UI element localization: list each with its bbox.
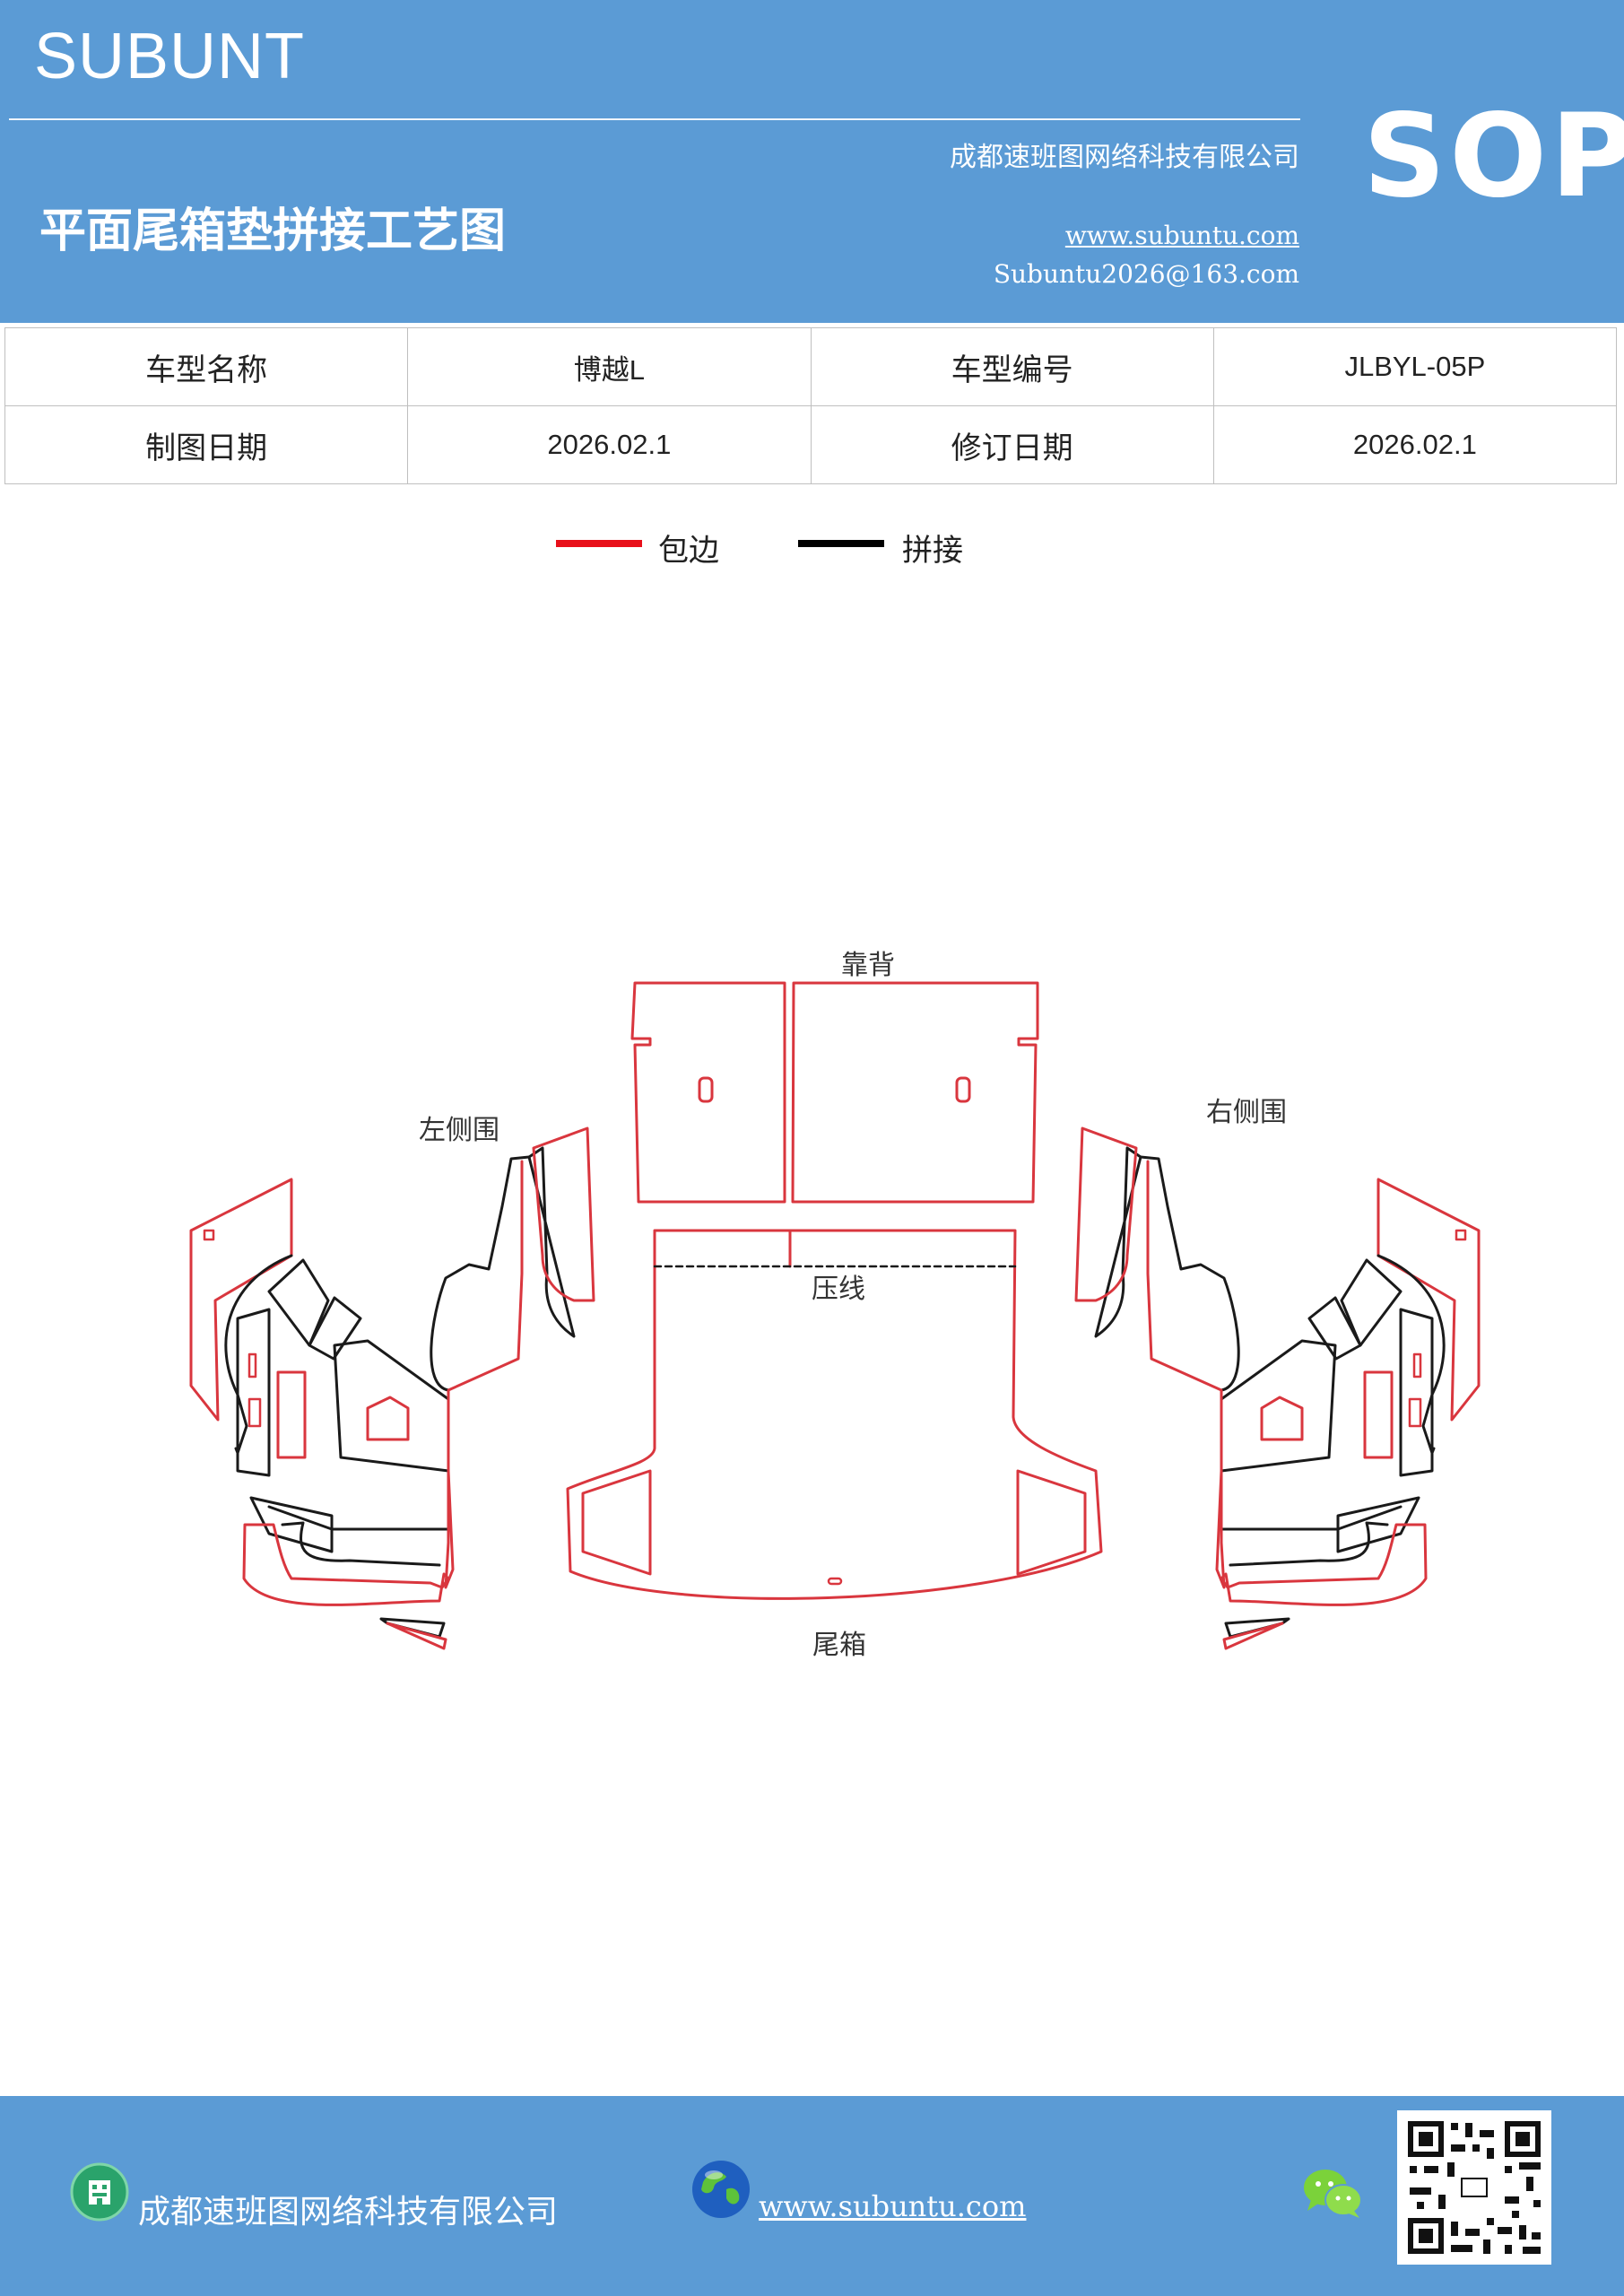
header-divider [9, 118, 1300, 120]
header-email: Subuntu2026@163.com [993, 259, 1299, 289]
value-revise-date: 2026.02.1 [1212, 405, 1618, 484]
table-row: 车型名称 博越L 车型编号 JLBYL-05P [4, 327, 1618, 406]
label-press-line: 压线 [812, 1274, 865, 1305]
trunk-mat-diagram: 靠背 左侧围 右侧围 压线 尾箱 [189, 950, 1481, 1661]
value-draw-date: 2026.02.1 [407, 405, 812, 484]
right-side-panels [1074, 1126, 1481, 1650]
footer-company: 成都速班图网络科技有限公司 [138, 2194, 559, 2231]
label-draw-date: 制图日期 [4, 405, 409, 484]
backrest-right-panel [791, 981, 1039, 1204]
qr-code[interactable] [1397, 2110, 1551, 2265]
label-model-code: 车型编号 [810, 327, 1214, 406]
header-banner: SUBUNT 成都速班图网络科技有限公司 平面尾箱垫拼接工艺图 www.subu… [0, 0, 1624, 323]
brand-name: SUBUNT [34, 21, 306, 92]
globe-icon [692, 2161, 750, 2218]
trunk-floor-panel [566, 1229, 1103, 1600]
legend-swatch-seam [798, 540, 884, 547]
label-revise-date: 修订日期 [810, 405, 1214, 484]
label-left-side: 左侧围 [419, 1115, 499, 1146]
label-right-side: 右侧围 [1206, 1097, 1287, 1128]
header-website-link[interactable]: www.subuntu.com [1064, 221, 1299, 250]
label-trunk: 尾箱 [812, 1630, 866, 1661]
label-backrest: 靠背 [841, 950, 895, 981]
table-row: 制图日期 2026.02.1 修订日期 2026.02.1 [4, 405, 1618, 484]
vehicle-info-table: 车型名称 博越L 车型编号 JLBYL-05P 制图日期 2026.02.1 修… [4, 327, 1618, 484]
left-side-panels [189, 1126, 595, 1650]
legend-label-seam: 拼接 [902, 533, 963, 569]
sop-badge: SOP [1363, 90, 1624, 223]
header-company: 成都速班图网络科技有限公司 [950, 142, 1299, 173]
building-icon [70, 2162, 129, 2222]
wechat-icon [1304, 2170, 1362, 2218]
footer-website-link[interactable]: www.subuntu.com [759, 2189, 1027, 2223]
legend: 包边 拼接 [0, 520, 1624, 583]
value-model-code: JLBYL-05P [1212, 327, 1618, 406]
legend-label-edge: 包边 [658, 533, 719, 569]
value-model-name: 博越L [407, 327, 812, 406]
backrest-left-panel [630, 981, 786, 1204]
document-title: 平面尾箱垫拼接工艺图 [39, 204, 507, 258]
label-model-name: 车型名称 [4, 327, 409, 406]
footer-banner: 成都速班图网络科技有限公司 www.subuntu.com [0, 2096, 1624, 2296]
legend-swatch-edge [556, 540, 642, 547]
